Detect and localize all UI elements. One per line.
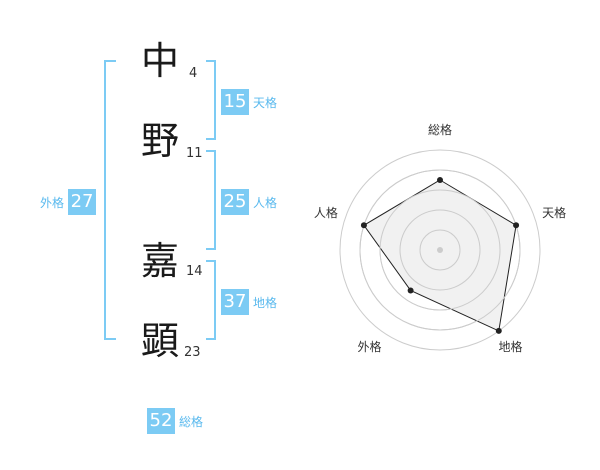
stroke-count-2: 11 [186, 146, 203, 161]
radar-point-5 [360, 222, 367, 229]
stroke-count-1: 4 [189, 66, 198, 81]
gaikaku-bracket [104, 60, 116, 340]
jinkaku-value: 25 [221, 189, 249, 215]
radar-center-dot [437, 247, 443, 253]
tenkaku-badge: 15 天格 [221, 89, 277, 115]
radar-point-3 [495, 327, 502, 334]
radar-inner-ring-1 [419, 229, 461, 271]
name-char-4: 顕 [141, 319, 180, 363]
radar-point-1 [437, 177, 443, 183]
chikaku-bracket [206, 260, 216, 340]
chikaku-label: 地格 [253, 295, 278, 310]
radar-inner-ring-4 [359, 169, 521, 331]
jinkaku-label: 人格 [253, 195, 278, 210]
gaikaku-value: 27 [68, 189, 97, 215]
radar-axis-label-4: 外格 [357, 339, 381, 354]
name-char-2: 野 [141, 119, 180, 163]
gaikaku-label: 外格 [40, 195, 65, 210]
name-char-3: 嘉 [141, 239, 180, 283]
radar-axis-label-3: 地格 [499, 339, 523, 354]
tenkaku-bracket [206, 60, 216, 140]
stroke-count-4: 23 [184, 345, 201, 360]
radar-point-4 [407, 287, 414, 294]
name-char-1: 中 [141, 39, 180, 83]
soukaku-label: 総格 [179, 414, 204, 429]
chikaku-badge: 37 地格 [221, 289, 277, 315]
chikaku-value: 37 [221, 289, 249, 315]
radar-value-polygon [363, 179, 517, 332]
gaikaku-badge: 外格 27 [40, 189, 97, 215]
radar-inner-ring-2 [399, 209, 481, 291]
radar-inner-ring-3 [379, 189, 501, 311]
tenkaku-label: 天格 [253, 95, 278, 110]
radar-point-2 [513, 222, 520, 229]
radar-axis-label-1: 総格 [428, 122, 452, 137]
soukaku-value: 52 [147, 408, 175, 434]
soukaku-badge: 52 総格 [147, 408, 203, 434]
jinkaku-badge: 25 人格 [221, 189, 277, 215]
tenkaku-value: 15 [221, 89, 249, 115]
radar-axis-label-2: 天格 [542, 205, 566, 220]
jinkaku-bracket [206, 150, 216, 250]
radar-ring-5 [339, 149, 541, 351]
radar-axis-label-5: 人格 [314, 205, 338, 220]
stroke-count-3: 14 [186, 264, 203, 279]
